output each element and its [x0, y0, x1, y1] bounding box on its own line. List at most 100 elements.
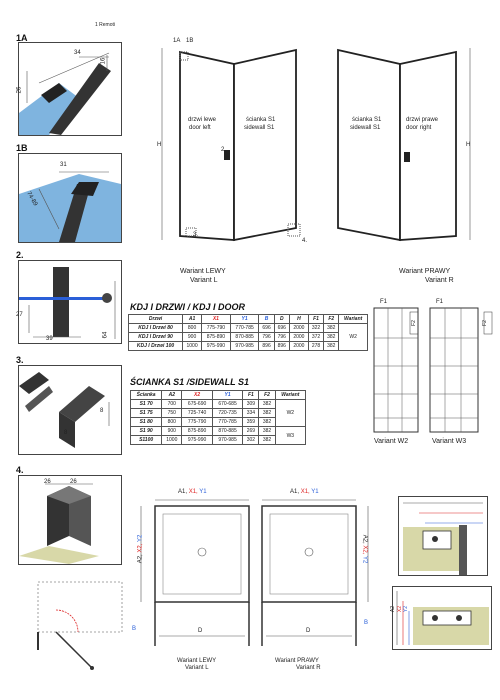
- table-cell: 302: [242, 435, 260, 445]
- section-label-1b: 1B: [16, 143, 28, 153]
- table-cell: 896: [258, 341, 275, 351]
- th-f2: F2: [323, 314, 340, 324]
- table-cell: 970-985: [229, 341, 260, 351]
- th-h: H: [288, 314, 309, 324]
- dim-3-bottom: 8: [64, 430, 68, 436]
- table-cell: S1100: [129, 435, 163, 445]
- table-cell: 770-785: [229, 323, 260, 333]
- plan-left-side-dims: A2, X2, Y2: [137, 535, 143, 564]
- plan-right-b: B: [364, 620, 369, 626]
- plan-left-x2: X2,: [137, 543, 144, 553]
- detail-4-drawing: [19, 483, 99, 564]
- elevation-left-door-pl: drzwi lewe: [188, 117, 217, 123]
- plan-left-a1: A1,: [178, 489, 188, 495]
- table-cell: 775-790: [181, 417, 213, 427]
- detail-1a-drawing: [19, 52, 111, 135]
- plan-right-top-dims: A1, X1, Y1: [290, 489, 319, 495]
- detail-2-drawing: [19, 267, 116, 339]
- table-cell: 775-790: [201, 323, 231, 333]
- grid-w3-f2: F2: [481, 320, 488, 326]
- detail-box-top: [398, 496, 488, 576]
- table-cell: 359: [242, 417, 260, 427]
- plan-right-a2: A2,: [361, 534, 368, 544]
- table-cell: KDJ I Drzwi 100: [127, 341, 184, 351]
- plan-left-b: B: [132, 626, 137, 632]
- table-row: KDJ I Drzwi 100 1000 975-990 970-985 896…: [127, 341, 368, 351]
- plan-left-y2: Y2: [137, 534, 144, 543]
- table-cell: S1 70: [129, 399, 163, 409]
- detail-3-drawing: [19, 372, 110, 448]
- elevation-right-door-en: door right: [406, 125, 432, 131]
- table-cell: KDJ I Drzwi 80: [127, 323, 184, 333]
- th-y1: Y1: [229, 314, 260, 324]
- table-row: KDJ I Drzwi 90 900 875-890 870-885 796 7…: [127, 332, 368, 342]
- plan-left-caption-pl: Wariant LEWY: [177, 658, 217, 664]
- detail-box-top-drawing: [403, 502, 483, 575]
- plan-right-d: D: [306, 628, 311, 634]
- plan-right-x2: X2,: [361, 545, 368, 555]
- table-cell: 334: [242, 408, 260, 418]
- table-cell: S1 90: [129, 426, 163, 436]
- grid-w2-f1: F1: [380, 299, 388, 305]
- table-cell: 675-690: [181, 399, 213, 409]
- table-walls-title: ŚCIANKA S1 /SIDEWALL S1: [130, 377, 250, 387]
- grid-w3-f1: F1: [436, 299, 444, 305]
- elevation-left-h: H: [157, 142, 162, 148]
- section-label-4: 4.: [16, 465, 24, 475]
- th-scianka: Ścianka: [129, 390, 163, 400]
- table-cell: 309: [242, 399, 260, 409]
- table-cell: 900: [182, 332, 203, 342]
- table-cell: 750: [161, 408, 183, 418]
- plan-right-y2: Y2: [361, 555, 368, 564]
- grid-w2-drawing: [373, 307, 419, 433]
- dim-3-right: 8: [100, 408, 104, 414]
- dim-2-right: 64: [102, 331, 109, 339]
- detail-a2: A2: [390, 605, 397, 613]
- table-cell: KDJ I Drzwi 90: [127, 332, 184, 342]
- table-cell: 696: [273, 323, 290, 333]
- elevation-right-caption-pl: Wariant PRAWY: [399, 268, 451, 275]
- detail-3-image: [18, 365, 122, 455]
- table-walls-header: Ścianka A2 X2 Y1 F1 F2 Wariant: [129, 390, 307, 400]
- table-cell: 382: [258, 426, 276, 436]
- table-cell: 975-990: [201, 341, 231, 351]
- table-cell: 900: [161, 426, 183, 436]
- elevation-right-drawing: [337, 48, 471, 242]
- elevation-left-caption-pl: Wariant LEWY: [180, 268, 226, 275]
- detail-box-bottom: [392, 586, 492, 650]
- table-cell: 720-735: [211, 408, 244, 418]
- table-cell: 896: [273, 341, 290, 351]
- grid-w3-drawing: [429, 307, 493, 433]
- table-cell: 269: [242, 426, 260, 436]
- th-a2: A2: [161, 390, 183, 400]
- callout-4: 4.: [302, 238, 308, 244]
- plan-left-d: D: [198, 628, 203, 634]
- table-cell: 875-890: [201, 332, 231, 342]
- detail-y2: Y2: [403, 605, 410, 613]
- table-cell-variant: W2: [274, 399, 307, 427]
- table-cell: S1 80: [129, 417, 163, 427]
- table-cell: 870-885: [211, 426, 244, 436]
- table-cell: 800: [161, 417, 183, 427]
- grid-w2-f2: F2: [410, 320, 417, 326]
- th-d: D: [273, 314, 290, 324]
- plan-left-caption-en: Variant L: [185, 665, 209, 671]
- elevation-left-drawing: [161, 48, 301, 242]
- table-doors-title: KDJ I DRZWI / KDJ I DOOR: [130, 302, 246, 312]
- elevation-left-door-en: door left: [189, 125, 211, 131]
- th-f2-walls: F2: [258, 390, 276, 400]
- table-cell: 700: [161, 399, 183, 409]
- detail-1a-image: [18, 42, 122, 136]
- detail-1b-image: [18, 153, 122, 243]
- th-b: B: [258, 314, 275, 324]
- table-cell: 870-885: [229, 332, 260, 342]
- elevation-right-caption-en: Variant R: [425, 277, 454, 284]
- table-cell-variant: W2: [338, 323, 368, 351]
- dim-4-a: 26: [44, 479, 51, 485]
- table-cell: 382: [258, 408, 276, 418]
- grid-w2-caption: Variant W2: [374, 438, 409, 445]
- table-cell: 800: [182, 323, 203, 333]
- plan-right-caption-en: Variant R: [296, 665, 321, 671]
- table-cell: 382: [323, 341, 340, 351]
- table-walls: Ścianka A2 X2 Y1 F1 F2 Wariant S1 70 700…: [129, 390, 307, 445]
